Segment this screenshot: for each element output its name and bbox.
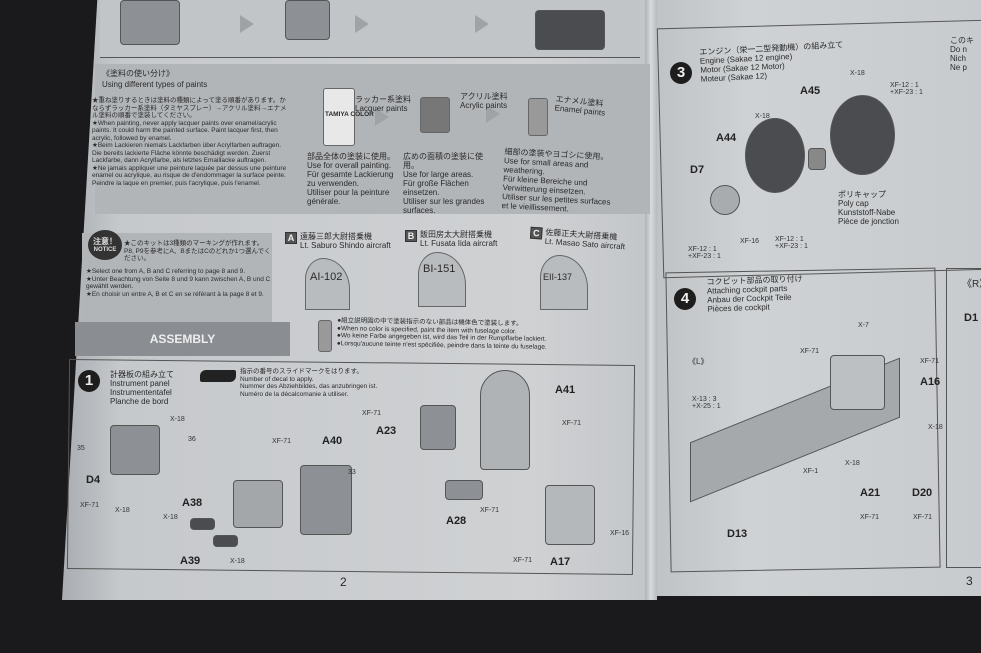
part-a23-seat-image xyxy=(420,405,456,450)
paints-title: Using different types of paints xyxy=(102,80,208,89)
label-a45: A45 xyxy=(800,85,821,97)
view-right-label: 《R》 xyxy=(962,279,981,290)
note-de: ★Beim Lackieren niemals Lackfarben über … xyxy=(92,142,282,164)
label-a23: A23 xyxy=(376,425,397,437)
part-a17-image xyxy=(545,485,595,545)
view-left-label: 《L》 xyxy=(688,357,709,366)
acrylic-jar-image xyxy=(420,97,450,133)
label-d1: D1 xyxy=(964,312,979,324)
paint-jar-icon xyxy=(318,320,332,352)
paint-x7: X-7 xyxy=(858,322,869,329)
paint-xf16: XF-16 xyxy=(740,238,760,245)
part-d7-image xyxy=(710,185,740,215)
paint-mix: XF-12 : 1+XF-23 : 1 xyxy=(775,236,808,250)
paint-xf1: XF-1 xyxy=(803,468,819,475)
label-a40: A40 xyxy=(322,435,343,447)
assembly-notes: ●組立説明図の中で塗装指示のない部品は機体色で塗装します。●When no co… xyxy=(336,317,547,351)
paint-mix: XF-12 : 1+XF-23 : 1 xyxy=(688,246,721,260)
paint-xf71: XF-71 xyxy=(913,514,933,521)
decal-36: 36 xyxy=(188,436,196,443)
enamel-bottle-image xyxy=(528,98,548,136)
instrument-panel-image xyxy=(233,480,283,528)
paints-notes: ★重ね塗りするときは塗料の種類によって塗る順番があります。かならずラッカー系塗料… xyxy=(92,97,292,187)
paints-section xyxy=(95,64,650,214)
label-a17: A17 xyxy=(550,556,571,568)
assembly-header: ASSEMBLY xyxy=(75,322,290,356)
label-a21: A21 xyxy=(860,487,881,499)
step-1-number: 1 xyxy=(78,370,100,392)
paint-x18: X-18 xyxy=(845,460,860,467)
tail-a-image: AI-102 xyxy=(305,258,350,310)
paint-x18: X-18 xyxy=(170,416,185,423)
decal-33: 33 xyxy=(348,469,356,476)
side-panel-r xyxy=(946,268,981,568)
note-ja: ★重ね塗りするときは塗料の種類によって塗る順番があります。かならずラッカー系塗料… xyxy=(92,97,287,119)
notice-badge: 注意！NOTICE xyxy=(88,230,122,260)
paint-xf71: XF-71 xyxy=(513,557,533,564)
label-a39: A39 xyxy=(180,555,201,567)
page-number-left: 2 xyxy=(340,575,347,589)
label-d4: D4 xyxy=(86,474,101,486)
right-page xyxy=(650,0,981,596)
lacquer-spray-can-image: TAMIYA COLOR xyxy=(323,88,374,146)
previous-step-strip xyxy=(100,0,640,58)
paint-xf71: XF-71 xyxy=(272,438,292,445)
label-d7: D7 xyxy=(690,164,705,176)
note-en: ★When painting, never apply lacquer pain… xyxy=(92,119,278,142)
paint-x18: X-18 xyxy=(163,514,178,521)
lacquer-desc: 部品全体の塗装に使用。Use for overall painting.Für … xyxy=(307,152,395,206)
decal-arrow-icon xyxy=(200,370,236,382)
step-4-number: 4 xyxy=(674,288,696,310)
part-a40-image xyxy=(300,465,352,535)
paint-xf71: XF-71 xyxy=(860,514,880,521)
engine-a45-image xyxy=(830,95,895,175)
paints-title-ja: 《塗料の使い分け》 xyxy=(102,69,174,78)
paint-xf71: XF-71 xyxy=(362,410,382,417)
paint-xf71: XF-71 xyxy=(562,420,582,427)
paint-xf71: XF-71 xyxy=(800,348,820,355)
label-a44: A44 xyxy=(716,132,737,144)
label-a38: A38 xyxy=(182,497,203,509)
paint-mix: XF-12 : 1+XF-23 : 1 xyxy=(890,82,923,96)
notice-ja: ★このキットは3種類のマーキングが作れます。P8, P9を参考にA、BまたはCの… xyxy=(124,240,271,262)
acrylic-desc: 広めの面積の塗装に使用。Use for large areas.Für groß… xyxy=(403,152,485,215)
paint-x18: X-18 xyxy=(755,113,770,120)
paint-x18: X-18 xyxy=(928,424,943,431)
paint-x18: X-18 xyxy=(850,70,865,77)
paint-x18: X-18 xyxy=(115,507,130,514)
part-a28-image xyxy=(445,480,483,500)
paint-xf71: XF-71 xyxy=(80,502,100,509)
label-a41: A41 xyxy=(555,384,576,396)
paint-x18: X-18 xyxy=(230,558,245,565)
decal-35: 35 xyxy=(77,445,85,452)
paint-xf71: XF-71 xyxy=(480,507,500,514)
notice-text: ★Select one from A, B and C referring to… xyxy=(86,268,271,298)
label-d13: D13 xyxy=(727,528,748,540)
cockpit-frame-image xyxy=(830,355,885,410)
paint-xf71: XF-71 xyxy=(920,358,940,365)
note-fr: ★Ne jamais appliquer une peinture laquée… xyxy=(92,164,287,187)
page-number-right: 3 xyxy=(966,574,973,588)
poly-cap-image xyxy=(808,148,826,170)
paint-mix: X-13 : 3+X-25 : 1 xyxy=(692,396,721,410)
part-a41-bulkhead-image xyxy=(480,370,530,470)
enamel-desc: 細部の塗装やヨゴシに使用。Use for small areas and wea… xyxy=(501,147,611,214)
paint-xf16: XF-16 xyxy=(610,530,630,537)
decal-note: 指示の番号のスライドマークをはります。Number of decal to ap… xyxy=(240,368,378,398)
label-a28: A28 xyxy=(446,515,467,527)
engine-a44-image xyxy=(745,118,805,193)
label-a16: A16 xyxy=(920,376,941,388)
step-3-number: 3 xyxy=(670,62,692,84)
part-d4-image xyxy=(110,425,160,475)
label-d20: D20 xyxy=(912,487,933,499)
